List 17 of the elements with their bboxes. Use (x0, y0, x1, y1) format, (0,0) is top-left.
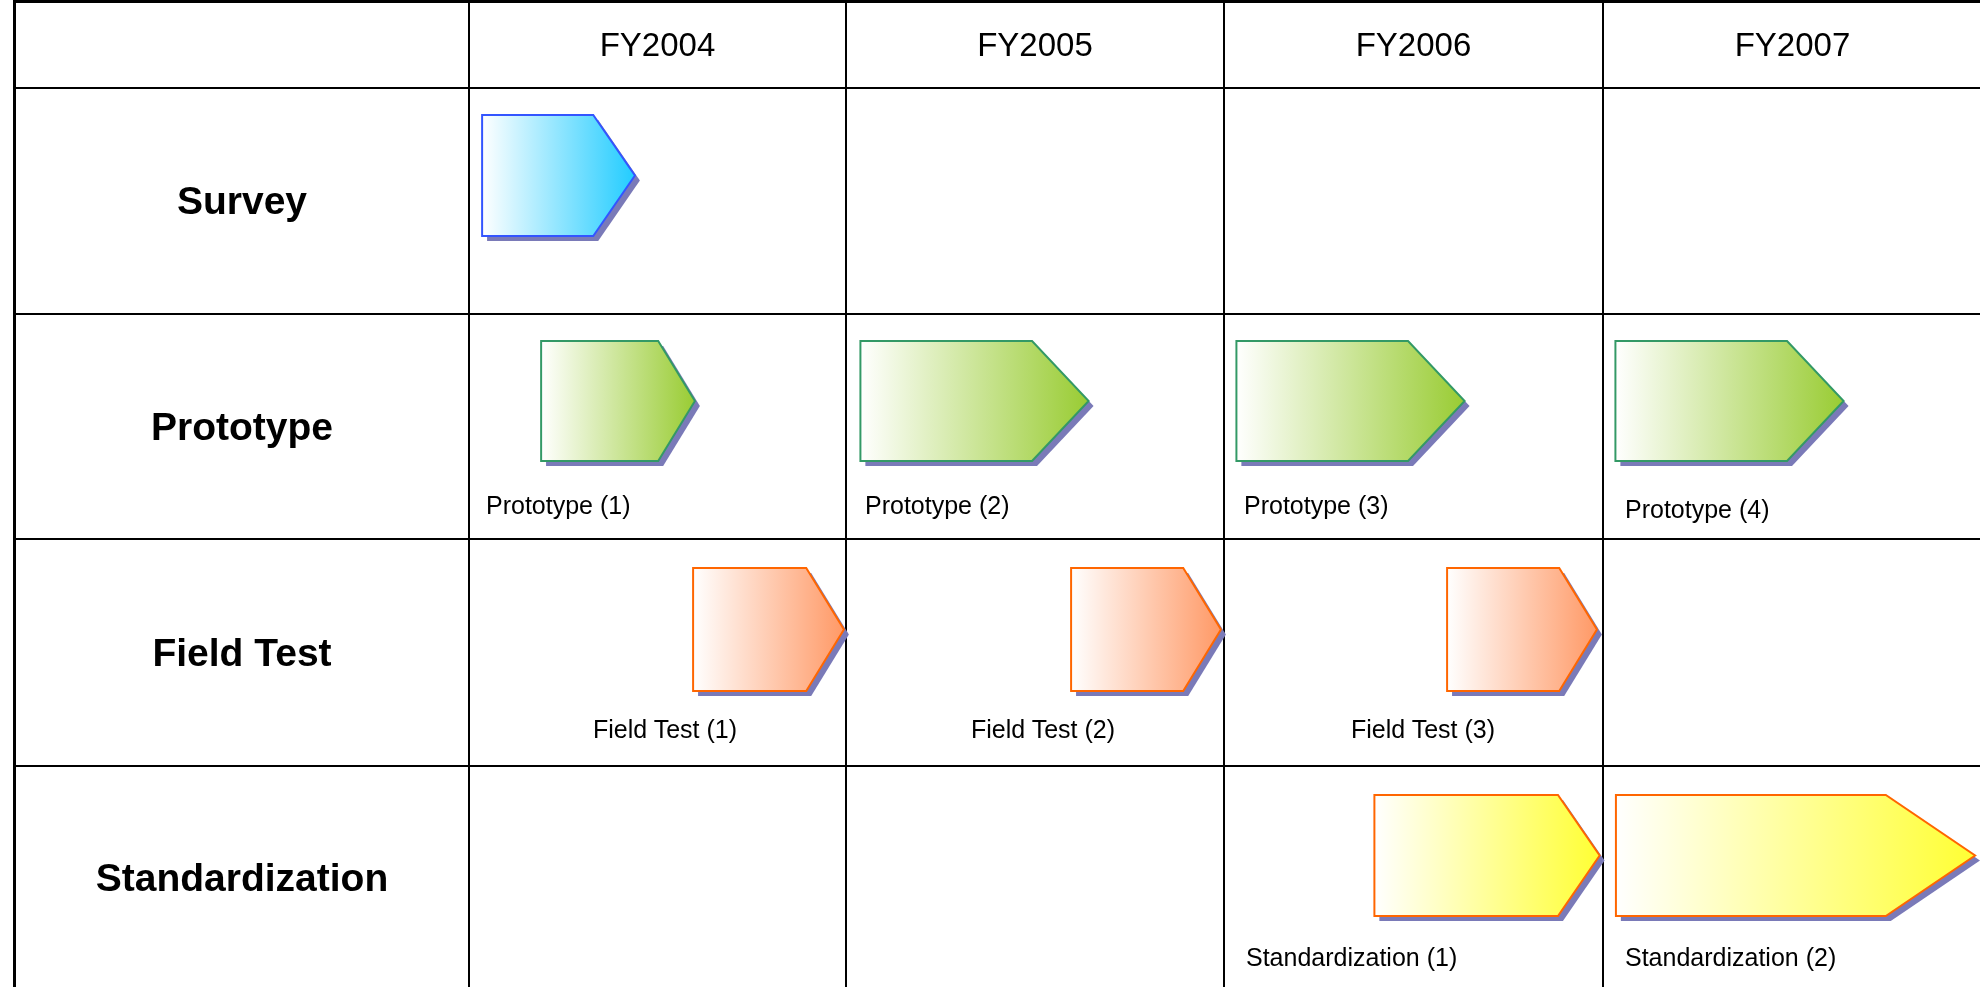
phase-label: Field Test (3) (1351, 716, 1496, 744)
phase-label: Standardization (1) (1246, 944, 1458, 972)
phase-label: Prototype (2) (865, 492, 1010, 520)
phase-label: Prototype (1) (486, 492, 631, 520)
phase-label: Standardization (2) (1625, 944, 1837, 972)
year-header: FY2007 (1734, 26, 1851, 64)
phase-header: Field Test (152, 630, 332, 675)
phase-header: Standardization (95, 855, 389, 900)
phase-header: Survey (176, 179, 308, 223)
phase-header: Prototype (151, 404, 333, 449)
year-header: FY2004 (599, 26, 716, 64)
phase-label: Field Test (2) (971, 716, 1116, 744)
phase-label: Field Test (1) (593, 716, 738, 744)
phase-label: Prototype (3) (1244, 492, 1389, 520)
year-header: FY2006 (1355, 26, 1472, 64)
year-header: FY2005 (977, 26, 1093, 64)
phase-label: Prototype (4) (1625, 496, 1770, 524)
